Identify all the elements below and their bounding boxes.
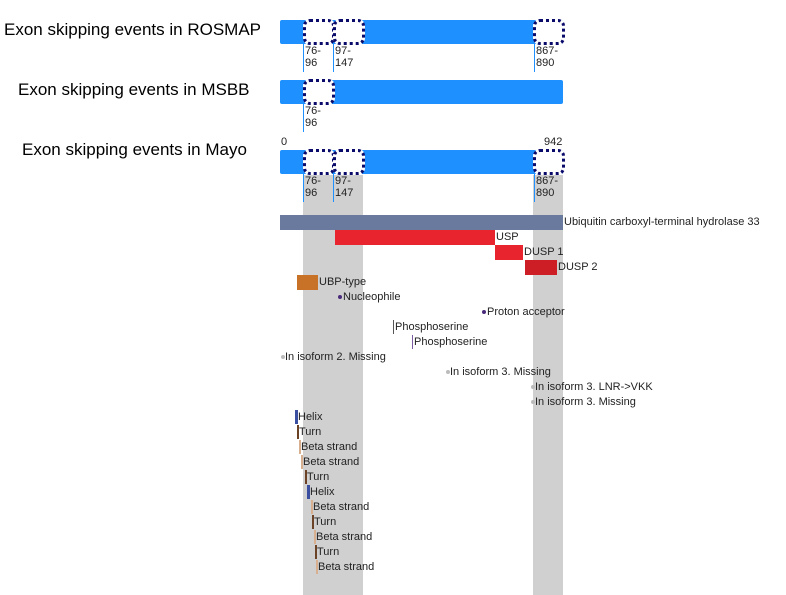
exon-skip-76-96[interactable] <box>303 19 335 45</box>
axis-start: 0 <box>281 136 288 148</box>
isoform-variant[interactable] <box>281 355 285 359</box>
strand-mark[interactable] <box>311 500 313 514</box>
dusp1-label: DUSP 1 <box>524 246 564 258</box>
dusp2-label: DUSP 2 <box>558 261 598 273</box>
mayo-bar <box>280 149 565 175</box>
track-title-rosmap: Exon skipping events in ROSMAP <box>4 20 262 39</box>
proton-acceptor-site[interactable] <box>482 310 486 314</box>
helix-mark[interactable] <box>307 485 310 499</box>
protein-chain[interactable] <box>280 215 563 230</box>
exon-skip-76-96[interactable] <box>303 149 335 175</box>
ss-label: Turn <box>317 546 340 558</box>
iso-label: In isoform 3. Missing <box>535 396 636 408</box>
exon-highlight-column <box>533 175 563 595</box>
usp-domain[interactable] <box>335 230 495 245</box>
ss-label: Helix <box>298 411 323 423</box>
protein-label: Ubiquitin carboxyl-terminal hydrolase 33 <box>564 216 760 228</box>
turn-mark[interactable] <box>297 425 299 439</box>
iso-label: In isoform 3. LNR->VKK <box>535 381 653 393</box>
track-title-msbb: Exon skipping events in MSBB <box>18 80 250 99</box>
exon-skip-867-890[interactable] <box>533 149 565 175</box>
exon-label: 76- 96 <box>303 104 321 132</box>
msbb-bar <box>280 79 563 105</box>
exon-label: 867- 890 <box>534 44 558 72</box>
strand-mark[interactable] <box>314 530 316 544</box>
phos-label: Phosphoserine <box>395 321 469 333</box>
ss-label: Beta strand <box>318 561 375 573</box>
ss-label: Beta strand <box>316 531 373 543</box>
exon-label: 97- 147 <box>333 174 353 202</box>
ss-label: Helix <box>310 486 335 498</box>
dusp2-domain[interactable] <box>525 260 557 275</box>
exon-label: 76- 96 <box>303 174 321 202</box>
phosphoserine-site[interactable] <box>393 320 394 334</box>
turn-mark[interactable] <box>305 470 307 484</box>
ss-label: Beta strand <box>313 501 370 513</box>
nucleophile-label: Nucleophile <box>343 291 401 303</box>
phosphoserine-site[interactable] <box>412 335 413 349</box>
proton-label: Proton acceptor <box>487 306 565 318</box>
isoform-variant[interactable] <box>531 400 535 404</box>
iso-label: In isoform 2. Missing <box>285 351 386 363</box>
exon-label: 76- 96 <box>303 44 321 72</box>
exon-skip-97-147[interactable] <box>333 19 365 45</box>
strand-mark[interactable] <box>301 455 303 469</box>
strand-mark[interactable] <box>316 560 318 574</box>
ss-label: Turn <box>307 471 330 483</box>
ss-label: Beta strand <box>301 441 358 453</box>
ss-label: Turn <box>299 426 322 438</box>
ubp-label: UBP-type <box>319 276 367 288</box>
isoform-variant[interactable] <box>446 370 450 374</box>
strand-mark[interactable] <box>299 440 301 454</box>
exon-label: 867- 890 <box>534 174 558 202</box>
exon-skip-97-147[interactable] <box>333 149 365 175</box>
rosmap-bar <box>280 19 565 45</box>
exon-skip-867-890[interactable] <box>533 19 565 45</box>
ss-label: Beta strand <box>303 456 360 468</box>
exon-label: 97- 147 <box>333 44 353 72</box>
exon-skip-76-96[interactable] <box>303 79 335 105</box>
dusp1-domain[interactable] <box>495 245 523 260</box>
turn-mark[interactable] <box>315 545 317 559</box>
track-title-mayo: Exon skipping events in Mayo <box>22 140 247 159</box>
helix-mark[interactable] <box>295 410 298 424</box>
usp-label: USP <box>496 231 519 243</box>
ubp-zinc-finger[interactable] <box>297 275 318 290</box>
axis-end: 942 <box>544 136 563 148</box>
turn-mark[interactable] <box>312 515 314 529</box>
nucleophile-site[interactable] <box>338 295 342 299</box>
phos-label: Phosphoserine <box>414 336 488 348</box>
isoform-variant[interactable] <box>531 385 535 389</box>
ss-label: Turn <box>314 516 337 528</box>
iso-label: In isoform 3. Missing <box>450 366 551 378</box>
